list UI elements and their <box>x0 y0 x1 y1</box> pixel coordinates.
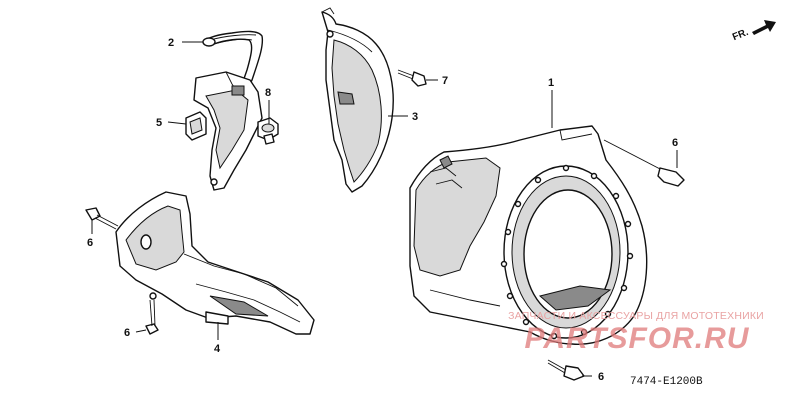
callout-6-upper-right: 6 <box>672 137 678 149</box>
leader-lines <box>91 41 678 377</box>
part-3-upper-shroud <box>321 7 394 193</box>
part-7-bolt <box>397 69 427 87</box>
callout-6-lower-right: 6 <box>598 371 604 383</box>
part-6-bolt-bottom <box>145 292 159 335</box>
part-bracket-plate <box>193 71 263 191</box>
callout-8: 8 <box>265 87 271 99</box>
callout-labels: 1 2 3 4 5 6 6 6 6 7 8 <box>87 37 678 383</box>
callout-6-bottom: 6 <box>124 327 130 339</box>
part-1-fan-cover <box>409 125 648 345</box>
part-8-grommet <box>257 117 279 145</box>
callout-1: 1 <box>548 77 554 89</box>
callout-2: 2 <box>168 37 174 49</box>
diagram-code: 7474-E1200B <box>630 376 703 388</box>
part-6-bolt-upper-right <box>603 139 685 187</box>
watermark-caption: ЗАПЧАСТИ И АКСЕССУАРЫ ДЛЯ МОТОТЕХНИКИ <box>508 310 764 322</box>
callout-7: 7 <box>442 75 448 87</box>
ring-bolt-holes <box>500 164 634 340</box>
callout-3: 3 <box>412 111 418 123</box>
front-direction-arrow-icon <box>752 20 776 35</box>
callout-5: 5 <box>156 117 162 129</box>
part-5-clip <box>185 111 207 141</box>
part-6-bolt-lower-right <box>547 359 585 381</box>
part-4-lower-shroud <box>115 191 315 335</box>
callout-6-left: 6 <box>87 237 93 249</box>
callout-4: 4 <box>214 343 221 355</box>
part-6-bolt-left <box>85 207 119 230</box>
watermark-logo: PARTSFOR.RU <box>524 322 750 355</box>
